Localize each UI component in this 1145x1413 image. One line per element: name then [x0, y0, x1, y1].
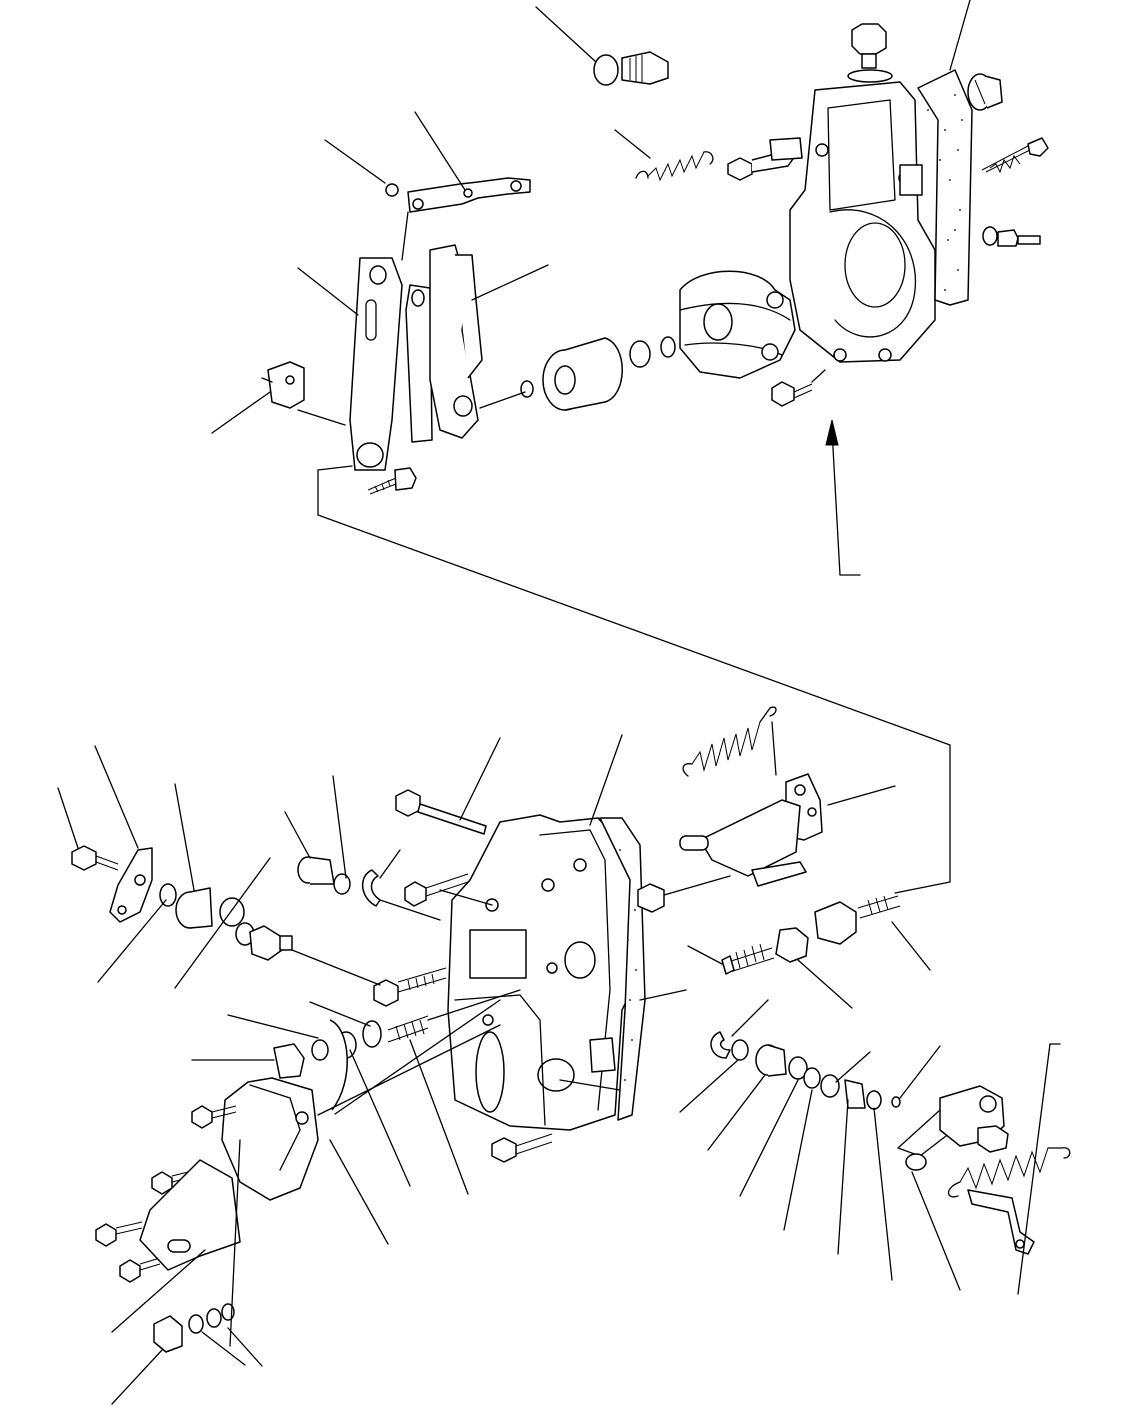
cap-screw: [967, 73, 1003, 111]
governor-spring: [682, 706, 777, 777]
assembly-link-line: [317, 465, 951, 894]
cover-gasket: [589, 734, 646, 1121]
stop-lever-arm: [967, 1189, 1035, 1255]
governor-lever-rear: [429, 244, 483, 439]
stop-screw-assembly: [687, 895, 931, 1009]
upper-assembly: [211, 0, 1049, 894]
fitting-left: [249, 925, 381, 986]
stop-lever-assembly: [897, 1085, 1009, 1171]
stud-with-nut: [982, 226, 1041, 247]
governor-lever-middle: [405, 284, 433, 443]
sliding-sleeve: [542, 337, 623, 411]
cap-nut-bottom: [153, 1303, 235, 1353]
callout-leaders-top: [211, 111, 549, 434]
stud-bolt-mid: [373, 967, 447, 1007]
lever-shaft-pin: [395, 737, 501, 835]
control-lever: [679, 721, 896, 887]
e-clip-right: [710, 1031, 749, 1061]
bracket-screw: [727, 137, 803, 181]
return-spring-right: [947, 1147, 1071, 1198]
end-cover: [221, 1019, 501, 1201]
sleeve-ring: [629, 336, 676, 368]
direction-arrow: [825, 419, 861, 576]
e-clip-top: [385, 183, 399, 197]
lever-pin-block: [261, 361, 305, 409]
governor-lever-front: [349, 257, 403, 471]
housing-gasket: [917, 0, 973, 306]
cover-bolt-right: [637, 875, 731, 913]
connecting-link: [401, 177, 531, 261]
small-bolt-housing: [771, 369, 826, 407]
bottom-bolt: [491, 1133, 553, 1163]
housing-bolt: [847, 23, 893, 83]
governor-housing: [789, 81, 936, 363]
bolt-left-top: [71, 845, 119, 871]
bushing-mid: [297, 856, 441, 921]
bushings-right: [755, 1044, 901, 1110]
plug-with-washer: [535, 6, 669, 86]
adjusting-screw-right: [981, 137, 1049, 174]
lever-shaft-bolt: [367, 467, 417, 495]
flyweight-assembly: [679, 270, 796, 379]
callout-leaders-bottom: [57, 745, 1061, 1405]
small-washer: [520, 380, 534, 398]
bushing-left: [175, 887, 213, 929]
governor-cover: [447, 814, 633, 1131]
stop-plate: [109, 847, 153, 923]
long-bolt-left: [404, 873, 493, 907]
snap-rings-left: [219, 897, 255, 946]
cover-screws-left: [95, 1105, 237, 1283]
adapter-plate: [139, 1159, 241, 1271]
lower-assembly: [57, 706, 1071, 1405]
washer-left: [159, 883, 177, 907]
tension-spring-small: [614, 129, 714, 182]
